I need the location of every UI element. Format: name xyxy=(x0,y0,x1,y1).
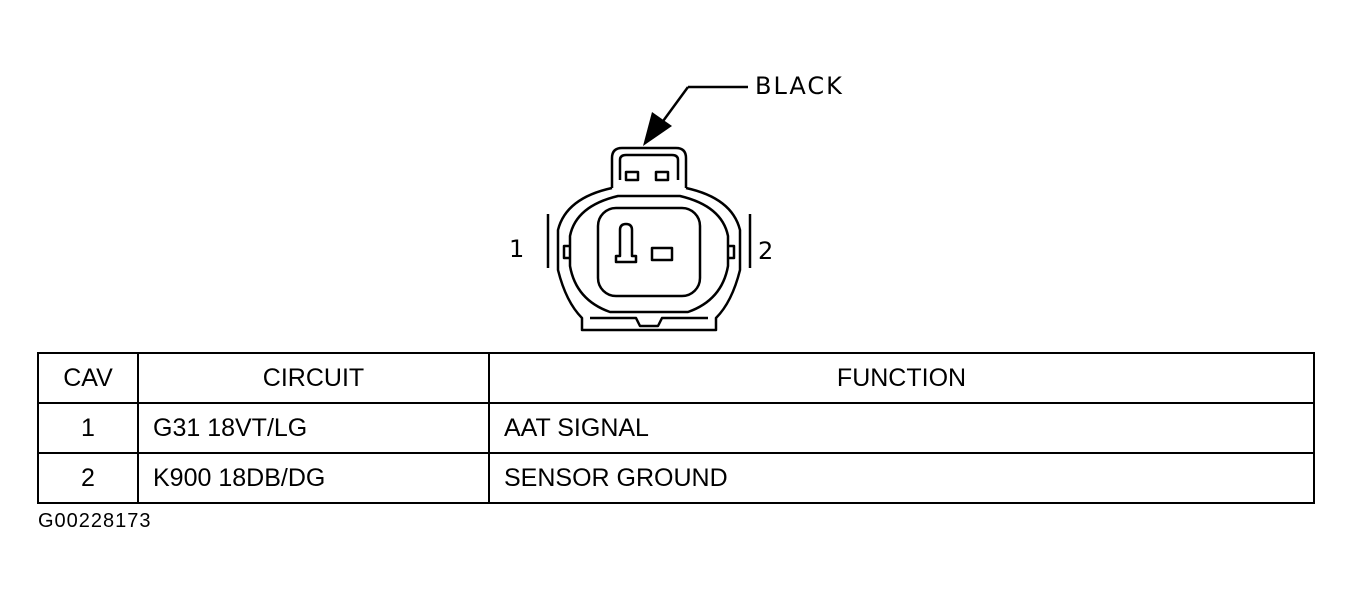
table-header-row: CAV CIRCUIT FUNCTION xyxy=(37,352,1315,404)
cell-circuit: K900 18DB/DG xyxy=(137,452,490,504)
terminal-cavity xyxy=(596,206,702,298)
connector-latch xyxy=(610,146,688,188)
figure-id: G00228173 xyxy=(38,510,152,532)
connector-outer-body xyxy=(556,186,742,332)
cell-function: SENSOR GROUND xyxy=(488,452,1315,504)
table-row: 2 K900 18DB/DG SENSOR GROUND xyxy=(37,452,1315,504)
cell-circuit: G31 18VT/LG xyxy=(137,402,490,454)
pin-1-label: 1 xyxy=(509,235,526,263)
header-cav: CAV xyxy=(37,352,139,404)
connector-color-label: BLACK xyxy=(755,72,844,100)
cell-cav: 2 xyxy=(37,452,139,504)
pinout-table: CAV CIRCUIT FUNCTION 1 G31 18VT/LG AAT S… xyxy=(37,352,1315,504)
cell-function: AAT SIGNAL xyxy=(488,402,1315,454)
header-function: FUNCTION xyxy=(488,352,1315,404)
connector-inner-rim xyxy=(568,194,730,314)
terminal-2 xyxy=(650,246,674,262)
cell-cav: 1 xyxy=(37,402,139,454)
terminal-1 xyxy=(614,222,638,264)
connector-diagram xyxy=(546,85,752,332)
pin-2-label: 2 xyxy=(758,237,775,265)
color-leader-arrowhead xyxy=(643,112,672,146)
table-row: 1 G31 18VT/LG AAT SIGNAL xyxy=(37,402,1315,454)
header-circuit: CIRCUIT xyxy=(137,352,490,404)
